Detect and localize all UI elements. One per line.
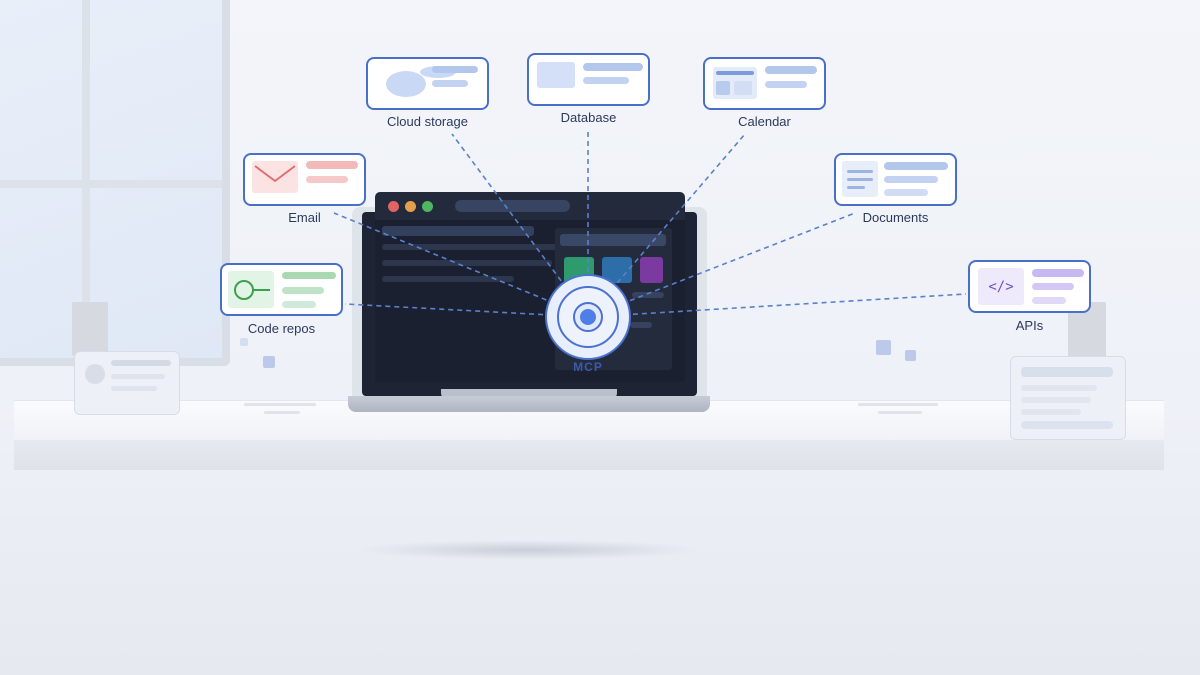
git-commit-icon — [228, 271, 274, 308]
connector-documents — [587, 212, 856, 318]
desk-line-right-2 — [878, 411, 922, 414]
background-window — [0, 0, 230, 366]
window-maximize-dot — [422, 201, 433, 212]
mcp-label: MCP — [573, 360, 603, 374]
calendar-card[interactable] — [703, 57, 826, 110]
side-panel-line — [632, 292, 664, 298]
deco-square — [905, 350, 916, 361]
content-line — [382, 226, 534, 236]
deco-square — [876, 340, 891, 355]
laptop-hinge — [441, 389, 617, 399]
calendar-icon — [713, 67, 757, 99]
desk-line-left-2 — [264, 411, 300, 414]
window-close-dot — [388, 201, 399, 212]
database-icon — [537, 62, 575, 88]
code-repos-card[interactable] — [220, 263, 343, 316]
faded-document-card — [1010, 356, 1126, 440]
content-line — [382, 244, 558, 250]
window-minimize-dot — [405, 201, 416, 212]
document-icon — [842, 161, 878, 197]
faded-profile-card — [74, 351, 180, 415]
desk-front — [14, 440, 1164, 470]
code-repos-label: Code repos — [247, 321, 316, 336]
content-line — [382, 260, 552, 266]
deco-square — [263, 356, 275, 368]
cloud-storage-card[interactable] — [366, 57, 489, 110]
left-monitor-stand — [72, 302, 108, 356]
apis-label: APIs — [1015, 318, 1044, 333]
connector-apis — [587, 293, 967, 318]
connector-email — [333, 212, 589, 318]
side-panel-header — [560, 234, 666, 246]
documents-label: Documents — [862, 210, 929, 225]
email-label: Email — [288, 210, 321, 225]
code-icon: </> — [978, 268, 1024, 305]
deco-square — [240, 338, 248, 346]
calendar-label: Calendar — [738, 114, 791, 129]
desk-shadow — [355, 540, 701, 560]
app-tile-purple — [640, 257, 663, 283]
envelope-icon — [252, 161, 298, 193]
address-bar — [455, 200, 570, 212]
code-glyph: </> — [988, 279, 1014, 295]
desk-line-right — [858, 403, 938, 406]
database-card[interactable] — [527, 53, 650, 106]
email-card[interactable] — [243, 153, 366, 206]
documents-card[interactable] — [834, 153, 957, 206]
desk-line-left — [244, 403, 316, 406]
cloud-icon — [386, 71, 426, 97]
mcp-hub-core — [573, 302, 603, 332]
apis-card[interactable]: </> — [968, 260, 1091, 313]
cloud-storage-label: Cloud storage — [387, 114, 468, 129]
side-panel-line — [630, 322, 652, 328]
mcp-hub-dot — [580, 309, 596, 325]
content-line — [382, 276, 514, 282]
database-label: Database — [560, 110, 617, 125]
laptop-base — [348, 396, 710, 412]
